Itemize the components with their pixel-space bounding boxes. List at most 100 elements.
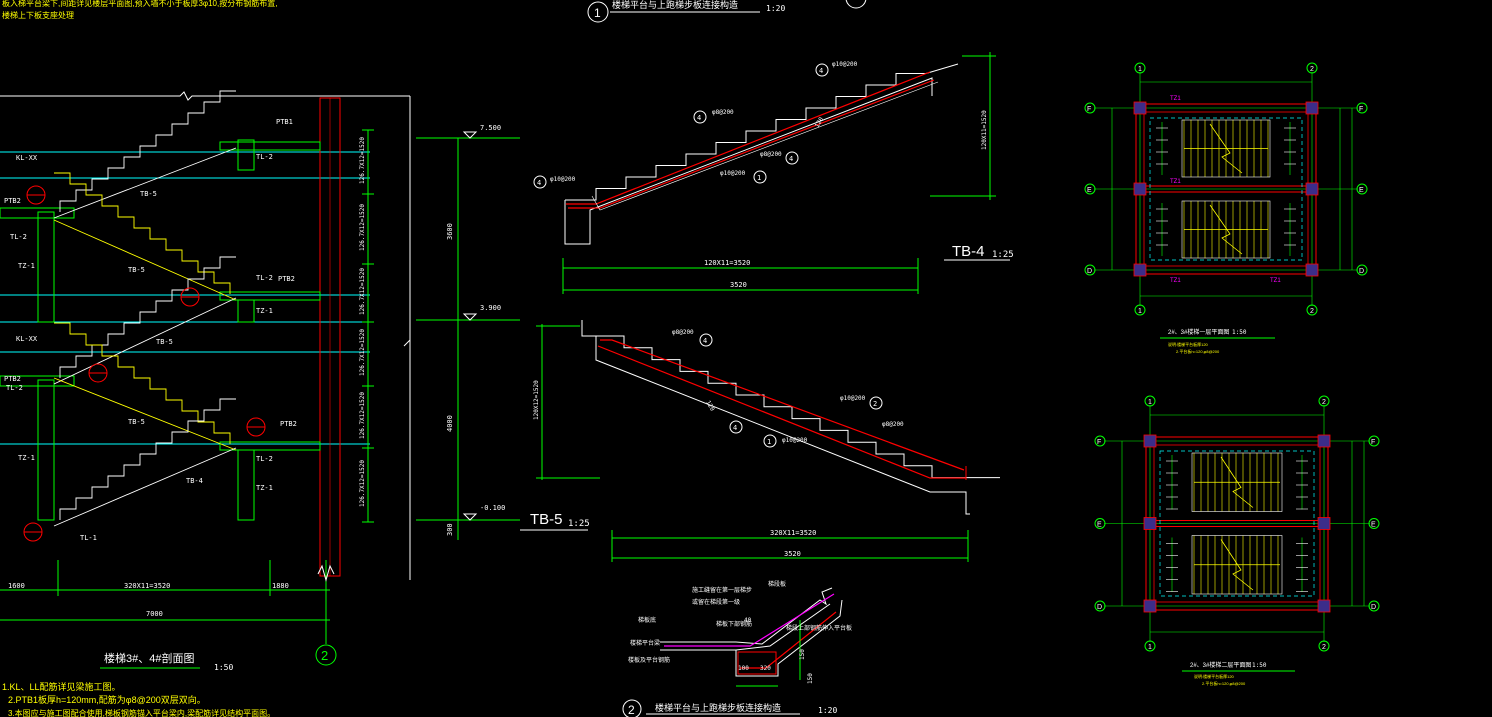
rebar-tag-num: 4 [733,424,737,432]
bottom-note-line2: 2.PTB1板厚h=120mm,配筋为φ8@200双层双向。 [8,694,206,705]
rebar-tag-num: 4 [703,337,707,345]
detail2-label: 楼梯平台梁 [630,639,660,647]
plan-column [1133,101,1147,115]
beam-label-tl: TL-2 [256,274,273,282]
axis-bubble [1368,600,1380,612]
beam-label-tl: TL-2 [6,384,23,392]
plan-note: 说明:楼梯平台板厚120 [1194,673,1235,679]
elev-triangle [462,513,478,521]
beam-label-kl: KL-XX [16,335,38,343]
detail2-dim: 40 [744,617,752,624]
height-dim-label: 4000 [446,415,454,432]
tb4-slab-edge [591,81,939,211]
axis-label: D [1097,604,1102,611]
rebar-tag [533,175,547,189]
detail2: 40 150 150 100 320 施工缝留在第一层梯步 或留在梯段第一级 梯… [622,580,852,717]
elevation-label: 3.900 [480,304,501,312]
detail2-dim: 320 [760,665,771,672]
beam-label-kl: KL-XX [16,154,38,162]
rebar-tag-num: 4 [697,114,701,122]
axis-label: 2 [1322,644,1326,651]
beam-label-tl: TL-2 [256,153,273,161]
axis-label: 2 [1310,66,1314,73]
break-mark [403,339,411,347]
rebar-tag [699,333,713,347]
detail2-rebar [740,611,837,669]
section-scale: 1:50 [214,663,233,672]
level-dim-label: 126.7X12=1520 [359,137,366,184]
axis-bubble [1306,62,1318,74]
rebar-tag-num: 1 [767,438,771,446]
axis-bubble [1368,518,1380,529]
axis-bubble [1094,600,1106,612]
height-dim-label: 300 [446,523,454,536]
rebar-tag-num: 4 [537,179,541,187]
tb4-rebar-bottom [568,79,935,209]
tb4-label: TB-4 [952,243,985,260]
tb4-rebar-top [566,71,931,205]
detail-number: 2 [628,703,635,717]
tb4-outline [564,77,933,245]
detail2-dim: 150 [799,649,806,660]
column-label-tz: TZ-1 [256,307,273,315]
axis-label: F [1359,106,1363,113]
axis-label: 1 [1148,399,1152,406]
tb5-rebar-top [600,339,965,471]
rebar-label: φ10@200 [720,170,746,177]
detail2-dim: 100 [738,665,749,672]
flight-label: TB-5 [140,190,157,198]
tb5-dim-a: 320X11=3520 [770,529,816,537]
rebar-tag-num: 4 [789,155,793,163]
stair-slab [53,147,237,219]
detail2-outline [660,587,833,645]
rebar-label: φ8@200 [882,421,904,428]
tb5-scale: 1:25 [568,519,590,529]
plan-slab-edge [1159,450,1315,597]
dim-bottom-right: 1880 [272,582,289,590]
level-dim-label: 126.7X12=1520 [359,460,366,507]
plan-column [1305,182,1319,196]
plan2-title: 2#、3#楼梯二层平面图 1:50 说明:楼梯平台板厚120 2.平台板h=12… [1182,661,1295,686]
axis-label: E [1371,522,1376,529]
axis-bubble [1084,264,1096,276]
tb4-thickness: 120 [814,116,826,129]
detail1-header: 1 楼梯平台与上跑梯步板连接构造 1:20 [587,0,867,23]
plan-break-line [1220,539,1254,591]
flight-label: TB-4 [186,477,203,485]
rebar-tag [753,170,767,184]
bottom-note-line1: 1.KL、LL配筋详见梁施工图。 [2,681,121,692]
detail2-label: 楼板及平台钢筋 [628,656,670,664]
detail-number: 1 [594,6,601,20]
stair-steps [59,256,236,378]
tb4-height-dim: 120X11=1520 [981,110,988,150]
stair-slab [53,447,237,527]
elevation-label: 7.500 [480,124,501,132]
plan-break-line [1209,204,1243,255]
axis-bubble [1134,62,1146,74]
plan-break-line [1220,456,1254,508]
axis-label: 1 [1138,308,1142,315]
axis-label: F [1371,439,1375,446]
tb4-scale: 1:25 [992,250,1014,260]
flight-label: TB-5 [156,338,173,346]
plan-column [1143,599,1157,613]
axis-bubble [1356,183,1368,195]
section-title: 楼梯3#、4#剖面图 [104,651,194,665]
detail-scale: 1:20 [818,706,837,715]
detail2-outline [735,599,843,677]
column-label-tz: TZ-1 [18,262,35,270]
stair-slab [53,297,237,385]
plan-break-line [1209,123,1243,174]
elev-triangle [462,313,478,321]
rebar-tag [815,63,829,77]
dim-bottom-mid: 320X11=3520 [124,582,170,590]
axis-label: E [1087,187,1092,194]
axis-bubble [1306,304,1318,316]
plan-column [1305,263,1319,277]
break-mark [317,564,335,582]
tb4-dim-a: 120X11=3520 [704,259,750,267]
tb5-steps [581,320,1000,479]
beam-label-ptb2: PTB2 [4,375,21,383]
